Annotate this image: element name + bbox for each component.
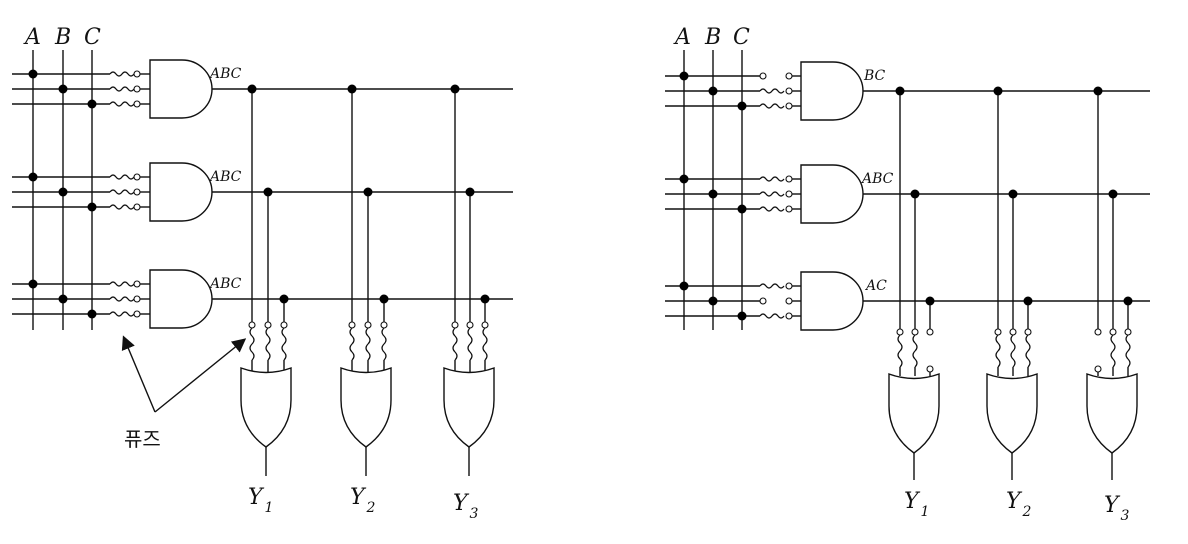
connection-dot — [87, 309, 97, 319]
connection-dot — [708, 86, 718, 96]
right-pld-diagram: A B C BC ABC — [665, 25, 1150, 524]
input-label-b: B — [54, 25, 71, 50]
connection-dot — [363, 187, 373, 197]
and-gate — [800, 271, 864, 331]
input-label-a: A — [23, 25, 41, 50]
connection-dot — [679, 174, 689, 184]
left-pld-diagram: A B C — [12, 25, 513, 522]
or-input-fuses — [451, 321, 489, 372]
connection-dot — [58, 187, 68, 197]
and-input-fuses — [109, 280, 150, 318]
connection-dot — [87, 202, 97, 212]
connection-dot — [450, 84, 460, 94]
and-gate-label: ABC — [208, 66, 242, 82]
connection-dot — [708, 296, 718, 306]
connection-dot — [1123, 296, 1133, 306]
and-input-fuses — [759, 282, 801, 320]
or-gate — [240, 367, 292, 448]
fuse-annotation: 퓨즈 — [124, 427, 161, 451]
and-gate — [800, 164, 864, 224]
connection-dot — [263, 187, 273, 197]
connection-dot — [910, 189, 920, 199]
connection-dot — [347, 84, 357, 94]
connection-dot — [58, 294, 68, 304]
and-input-fuses — [759, 72, 801, 110]
connection-dot — [480, 294, 490, 304]
and-gate — [149, 269, 213, 329]
and-gate-label: ABC — [860, 171, 894, 187]
connection-dot — [379, 294, 389, 304]
input-label-b: B — [704, 25, 721, 50]
or-gate — [986, 373, 1038, 454]
connection-dot — [279, 294, 289, 304]
connection-dot — [993, 86, 1003, 96]
and-gate-label: BC — [863, 68, 886, 84]
fuse-arrow — [121, 335, 156, 413]
input-label-c: C — [84, 25, 101, 50]
connection-dot — [1008, 189, 1018, 199]
connection-dot — [737, 204, 747, 214]
and-gate — [800, 61, 864, 121]
connection-dot — [737, 101, 747, 111]
and-gate — [149, 162, 213, 222]
and-gate-label: ABC — [208, 276, 242, 292]
or-input-fuses — [994, 328, 1032, 376]
input-label-c: C — [733, 25, 750, 50]
input-label-a: A — [673, 25, 691, 50]
or-gate — [443, 367, 495, 448]
and-gate-label: AC — [864, 278, 887, 294]
connection-dot — [1108, 189, 1118, 199]
connection-dot — [1093, 86, 1103, 96]
or-gate — [1086, 373, 1138, 454]
and-input-fuses — [109, 70, 150, 108]
connection-dot — [28, 172, 38, 182]
connection-dot — [679, 71, 689, 81]
and-input-fuses — [109, 173, 150, 211]
connection-dot — [679, 281, 689, 291]
fuse-arrow — [154, 338, 247, 413]
or-input-fuses — [348, 321, 388, 372]
connection-dot — [1023, 296, 1033, 306]
or-input-fuses — [896, 328, 934, 376]
connection-dot — [87, 99, 97, 109]
or-input-fuses — [1094, 328, 1132, 376]
or-gate — [888, 373, 940, 454]
connection-dot — [708, 189, 718, 199]
and-gate-label: ABC — [208, 169, 242, 185]
connection-dot — [28, 279, 38, 289]
or-gate — [340, 367, 392, 448]
connection-dot — [247, 84, 257, 94]
connection-dot — [465, 187, 475, 197]
connection-dot — [925, 296, 935, 306]
or-input-fuses — [248, 321, 288, 372]
connection-dot — [895, 86, 905, 96]
connection-dot — [58, 84, 68, 94]
and-gate — [149, 59, 213, 119]
and-input-fuses — [759, 175, 801, 213]
connection-dot — [28, 69, 38, 79]
connection-dot — [737, 311, 747, 321]
